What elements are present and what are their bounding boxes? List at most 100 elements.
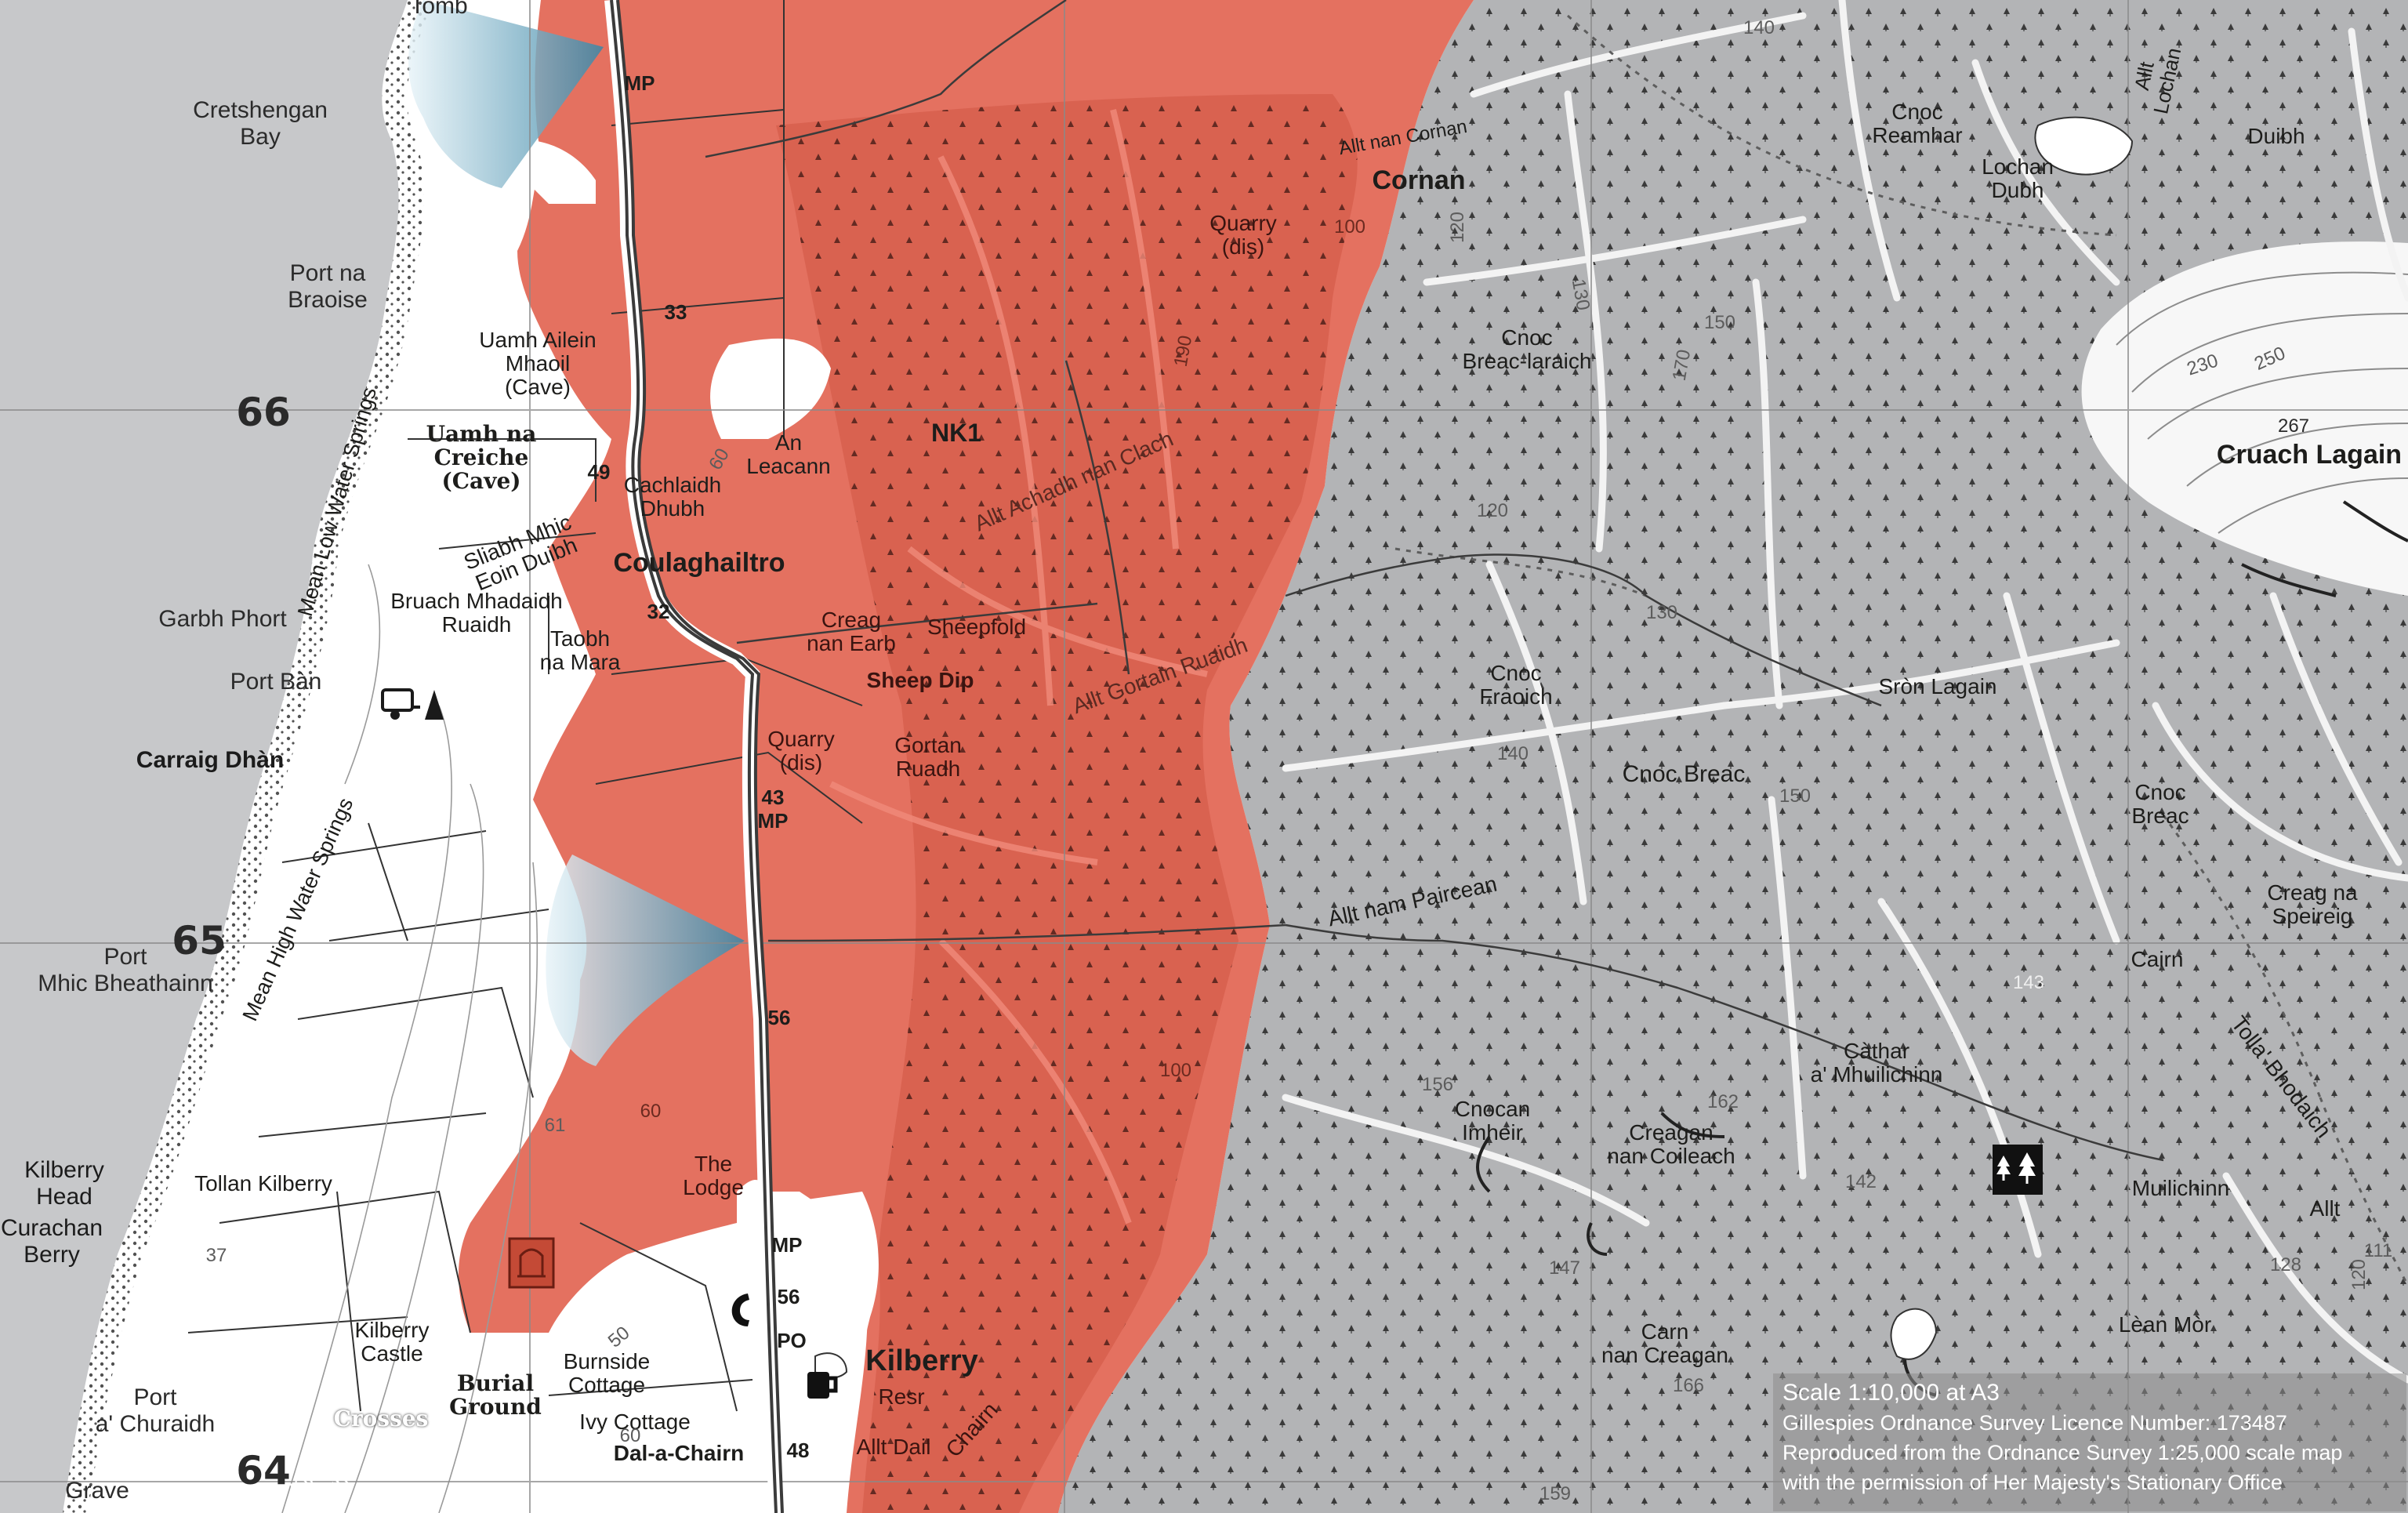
label-taobh-na-mara: Taobh na Mara xyxy=(539,626,621,674)
permission-text: with the permission of Her Majesty's Sta… xyxy=(1782,1471,2283,1494)
label-nk1: NK1 xyxy=(930,419,982,447)
height-120: 120 xyxy=(1447,211,1468,244)
road-marker-mp-north: MP xyxy=(624,71,655,95)
height-156: 156 xyxy=(1421,1074,1454,1095)
label-sheepfold: Sheepfold xyxy=(927,615,1027,639)
label-ivy-cottage: Ivy Cottage xyxy=(579,1410,691,1434)
label-cnoc-breac-east: Cnoc Breac xyxy=(2131,780,2189,828)
road-marker-48: 48 xyxy=(786,1439,810,1462)
label-lochan-dubh: Lochan Dubh xyxy=(1982,154,2054,202)
height-140b: 140 xyxy=(1496,743,1529,764)
viewpoint-cone-north xyxy=(408,0,604,188)
label-sheep-dip: Sheep Dip xyxy=(866,668,974,692)
label-dal-a-chairn: Dal-a-Chairn xyxy=(613,1441,745,1465)
open-hill xyxy=(2081,241,2408,596)
height-60b: 60 xyxy=(640,1101,662,1122)
label-cretshengan-bay: Cretshengan Bay xyxy=(193,97,328,150)
label-cnoc-breac-mid: Cnoc Breac xyxy=(1622,761,1746,787)
height-128: 128 xyxy=(2269,1254,2302,1275)
label-allt-dail: Allt Dail xyxy=(856,1435,931,1459)
label-lean-mor: Lèan Mòr xyxy=(2118,1312,2212,1337)
caravan-site-icon xyxy=(381,688,444,720)
height-267: 267 xyxy=(2277,415,2310,437)
label-resr: Resr xyxy=(878,1384,925,1409)
label-cnoc-breac-laraich: Cnoc Breac-laraich xyxy=(1462,325,1592,373)
label-port-na-braoise: Port na Braoise xyxy=(288,260,368,313)
label-creag-nan-earb: Creag nan Earb xyxy=(807,608,896,655)
road-marker-32: 32 xyxy=(647,600,670,623)
height-100b: 100 xyxy=(1159,1060,1192,1081)
label-cruach-lagain: Cruach Lagain xyxy=(2216,440,2403,470)
reproduced-text: Reproduced from the Ordnance Survey 1:25… xyxy=(1782,1441,2343,1464)
road-marker-49: 49 xyxy=(587,460,611,484)
label-duibh: Duibh xyxy=(2247,124,2305,148)
label-coulaghailtro: Coulaghailtro xyxy=(613,548,785,578)
label-port-ban: Port Bàn xyxy=(230,669,322,695)
label-muilichinn: Muilichinn xyxy=(2131,1176,2230,1200)
grid-label-66: 66 xyxy=(236,390,291,435)
height-142: 142 xyxy=(1844,1171,1877,1192)
height-162: 162 xyxy=(1706,1091,1739,1112)
label-cnocan-imheir: Cnocan Imheir xyxy=(1454,1097,1531,1145)
road-marker-po: PO xyxy=(777,1329,807,1352)
height-130b: 130 xyxy=(1645,602,1678,623)
label-cnoc-fraoich: Cnoc Fraoich xyxy=(1479,661,1553,709)
height-147: 147 xyxy=(1548,1257,1581,1279)
height-150b: 150 xyxy=(1779,786,1811,807)
height-100: 100 xyxy=(1333,216,1366,238)
licence-text: Gillespies Ordnance Survey Licence Numbe… xyxy=(1782,1411,2287,1435)
height-150: 150 xyxy=(1703,312,1736,333)
height-140: 140 xyxy=(1743,17,1775,38)
forest-walk-icon xyxy=(1993,1145,2043,1195)
lochan-dubh xyxy=(2034,116,2134,176)
clearing-kilberry xyxy=(752,1192,879,1513)
label-tomb: Tomb xyxy=(410,0,468,19)
label-cairn: Cairn xyxy=(2131,947,2184,971)
pub-icon xyxy=(807,1372,838,1399)
label-crosses: Crosses xyxy=(333,1406,429,1431)
viewpoint-cone-south xyxy=(546,854,745,1066)
road-marker-33: 33 xyxy=(664,300,687,324)
height-37: 37 xyxy=(205,1245,227,1266)
label-quarry-west: Quarry (dis) xyxy=(767,727,835,775)
label-port-a-churaidh: Port a' Churaidh xyxy=(95,1384,216,1437)
main-road xyxy=(604,0,784,1513)
height-166: 166 xyxy=(1672,1375,1705,1396)
label-kilberry: Kilberry xyxy=(865,1344,978,1377)
scale-text: Scale 1:10,000 at A3 xyxy=(1782,1380,2000,1406)
picnic-site-icon xyxy=(508,1237,555,1289)
label-curachan-berry: Curachan Berry xyxy=(0,1215,103,1268)
label-sron-lagain: Sròn Lagain xyxy=(1878,674,1997,698)
label-uamh-na-creiche: Uamh na Creiche (Cave) xyxy=(426,421,537,494)
road-marker-56-south: 56 xyxy=(777,1285,800,1308)
clearing-an-leacann xyxy=(710,338,831,439)
label-grave: Grave xyxy=(65,1478,129,1504)
label-burnside-cottage: Burnside Cottage xyxy=(563,1349,651,1397)
label-kilberry-castle: Kilberry Castle xyxy=(354,1318,430,1366)
height-60c: 60 xyxy=(619,1425,641,1446)
label-tollan-kilberry: Tollan Kilberry xyxy=(194,1171,332,1196)
height-120b: 120 xyxy=(1476,500,1509,521)
label-port-mhic-bheathainn: Port Mhic Bheathainn xyxy=(38,944,213,996)
height-120c: 120 xyxy=(2348,1258,2370,1291)
height-159: 159 xyxy=(1539,1483,1572,1504)
label-quarry-east: Quarry (dis) xyxy=(1209,211,1277,259)
height-143: 143 xyxy=(2012,972,2045,993)
label-cnoc-reamhar: Cnoc Reamhar xyxy=(1872,100,1963,147)
label-an-leacann: An Leacann xyxy=(746,430,831,478)
label-allt: Allt xyxy=(2309,1196,2341,1221)
sea xyxy=(0,0,408,1513)
label-creag-na-speireig: Creag na Speireig xyxy=(2267,880,2358,928)
height-111: 111 xyxy=(2363,1240,2393,1261)
label-garbh-phort: Garbh Phort xyxy=(158,606,287,632)
foreshore xyxy=(63,0,433,1513)
label-cornan: Cornan xyxy=(1372,165,1466,195)
label-uamh-ailein: Uamh Ailein Mhaoil (Cave) xyxy=(479,328,597,399)
label-carraig-dhan: Carraig Dhàn xyxy=(136,747,285,773)
telephone-icon xyxy=(731,1293,749,1326)
licence-info-box: Scale 1:10,000 at A3 Gillespies Ordnance… xyxy=(1773,1373,2406,1511)
label-cachlaidh-dhubh: Cachlaidh Dhubh xyxy=(623,473,722,521)
label-cathar: Càthar a' Mhuilichinn xyxy=(1810,1039,1943,1087)
